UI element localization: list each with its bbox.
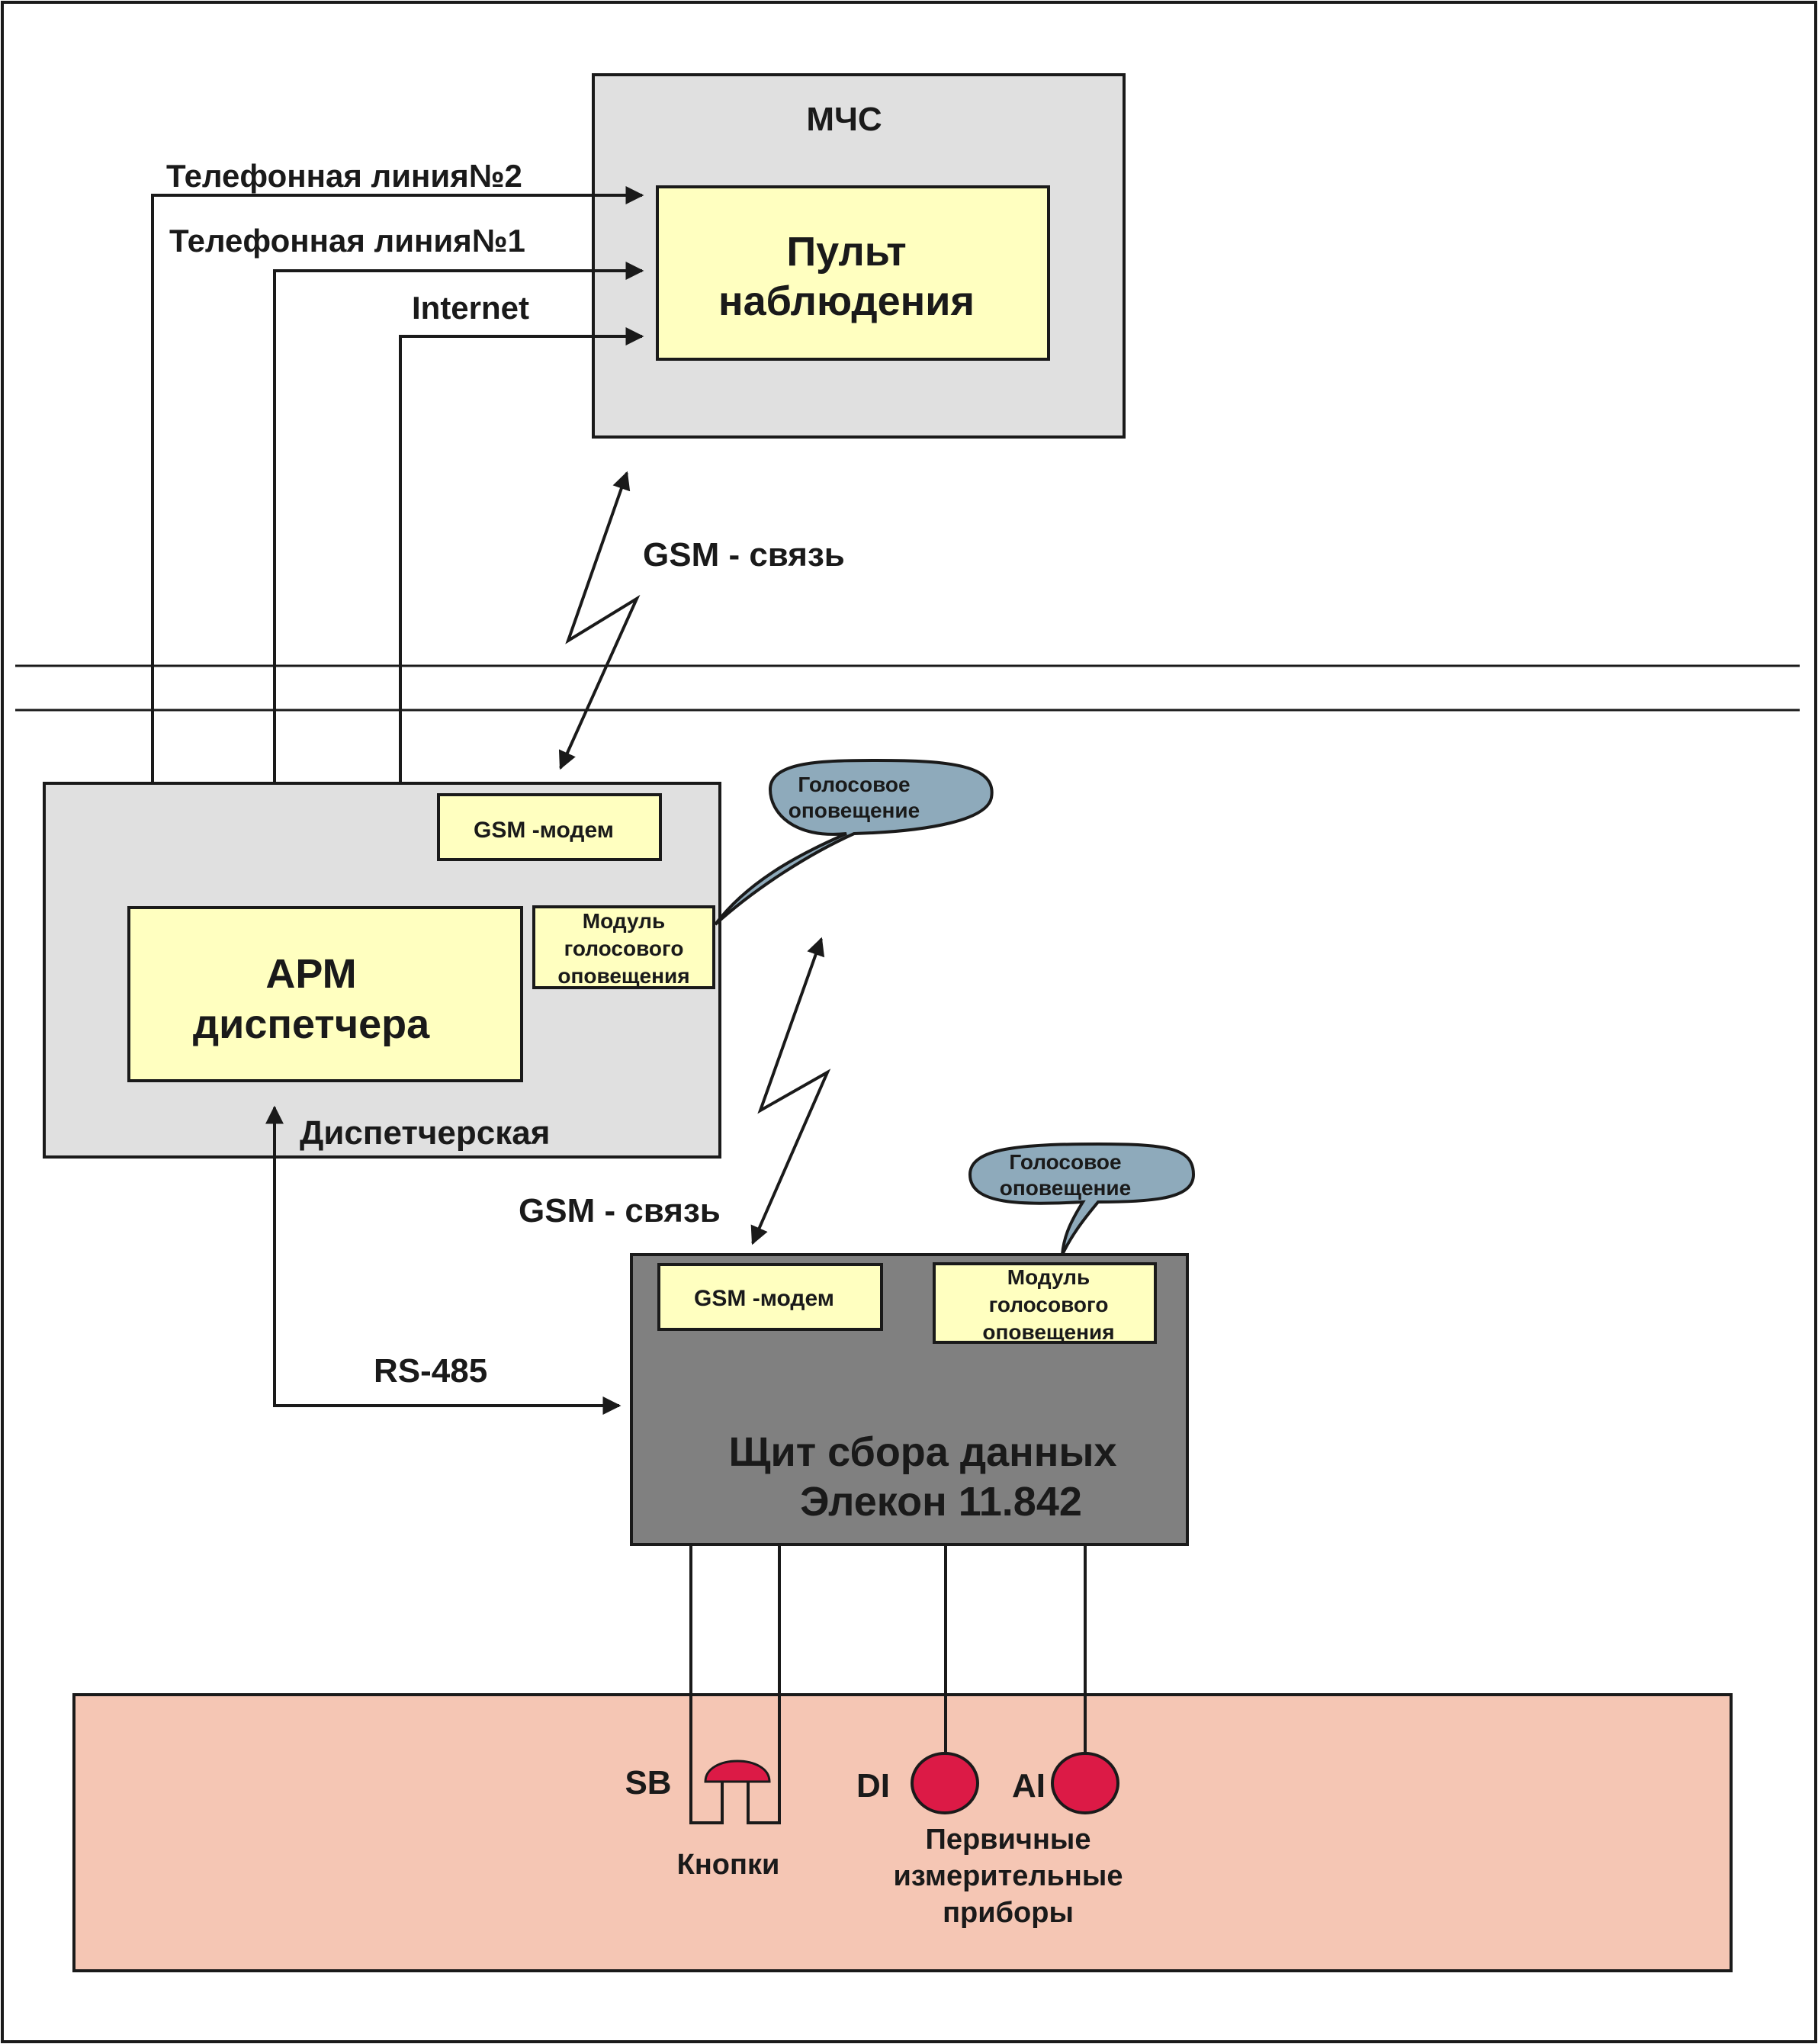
dispatch-voice-module-line1: Модуль — [583, 909, 665, 933]
dispatch-voice-bubble-line1: Голосовое — [798, 773, 910, 796]
internet-connector — [391, 327, 644, 892]
rs485-connector — [265, 1105, 622, 1415]
dispatch-zone: Диспетчерская GSM -модем АРМ диспетчера … — [43, 782, 721, 1159]
push-button-icon — [704, 1760, 771, 1783]
panel-gsm-modem-label: GSM -модем — [694, 1286, 834, 1311]
panel-title-line1: Щит сбора данных — [728, 1429, 1116, 1475]
gsm-link-bottom — [750, 937, 831, 1245]
dispatch-voice-module-line3: оповещения — [557, 964, 689, 988]
arm-dispatcher-box — [127, 906, 523, 1082]
panel-voice-bubble-line1: Голосовое — [1009, 1150, 1121, 1174]
buttons-label: Кнопки — [677, 1849, 780, 1881]
instruments-label-line2: измерительные — [894, 1860, 1123, 1892]
di-sensor-icon — [911, 1752, 979, 1814]
panel-voice-module-line2: голосового — [989, 1293, 1109, 1316]
monitoring-console-label-line2: наблюдения — [718, 278, 975, 324]
dispatch-voice-bubble — [714, 758, 994, 926]
phone-line-2-label: Телефонная линия№2 — [166, 158, 522, 194]
ai-sensor-icon — [1051, 1752, 1119, 1814]
sb-label: SB — [625, 1764, 671, 1801]
field-devices-area — [72, 1693, 1733, 1972]
panel-voice-bubble — [968, 1142, 1196, 1255]
button-wire-right — [747, 1544, 781, 1824]
dispatch-title: Диспетчерская — [300, 1114, 550, 1152]
instruments-label-line1: Первичные — [926, 1824, 1091, 1856]
arm-dispatcher-label-line2: диспетчера — [193, 1001, 430, 1047]
data-panel: GSM -модем Модуль голосового оповещения … — [630, 1253, 1189, 1546]
gsm-link-top-label: GSM - связь — [643, 536, 845, 574]
gsm-link-bottom-label: GSM - связь — [519, 1192, 721, 1229]
button-wire-left — [689, 1544, 724, 1824]
mchs-title: МЧС — [806, 101, 882, 138]
arm-dispatcher-label-line1: АРМ — [265, 951, 356, 997]
phone-line-1-connector — [265, 262, 644, 893]
panel-voice-module-line3: оповещения — [982, 1320, 1114, 1344]
internet-label: Internet — [412, 290, 529, 326]
dispatch-gsm-modem-label: GSM -модем — [474, 818, 614, 843]
dispatch-voice-module-line2: голосового — [564, 937, 684, 960]
panel-voice-module — [933, 1262, 1157, 1344]
panel-voice-module-line1: Модуль — [1007, 1265, 1090, 1289]
panel-voice-bubble-line2: оповещение — [1000, 1176, 1131, 1200]
dispatch-voice-bubble-line2: оповещение — [789, 799, 920, 822]
dispatch-voice-module — [532, 905, 715, 989]
phone-line-1-label: Телефонная линия№1 — [169, 223, 525, 259]
dispatch-gsm-modem — [437, 793, 662, 861]
ai-label: AI — [1012, 1767, 1046, 1805]
panel-gsm-modem — [657, 1263, 883, 1331]
panel-title-line2: Элекон 11.842 — [800, 1479, 1082, 1525]
monitoring-console-label-line1: Пульт — [786, 229, 906, 275]
mchs-zone: МЧС Пульт наблюдения — [592, 73, 1126, 439]
di-label: DI — [856, 1767, 890, 1805]
rs485-label: RS-485 — [374, 1352, 487, 1390]
instruments-label-line3: приборы — [943, 1897, 1074, 1929]
phone-line-2-connector — [143, 186, 644, 893]
gsm-link-top — [558, 471, 641, 770]
monitoring-console-box — [656, 185, 1050, 361]
